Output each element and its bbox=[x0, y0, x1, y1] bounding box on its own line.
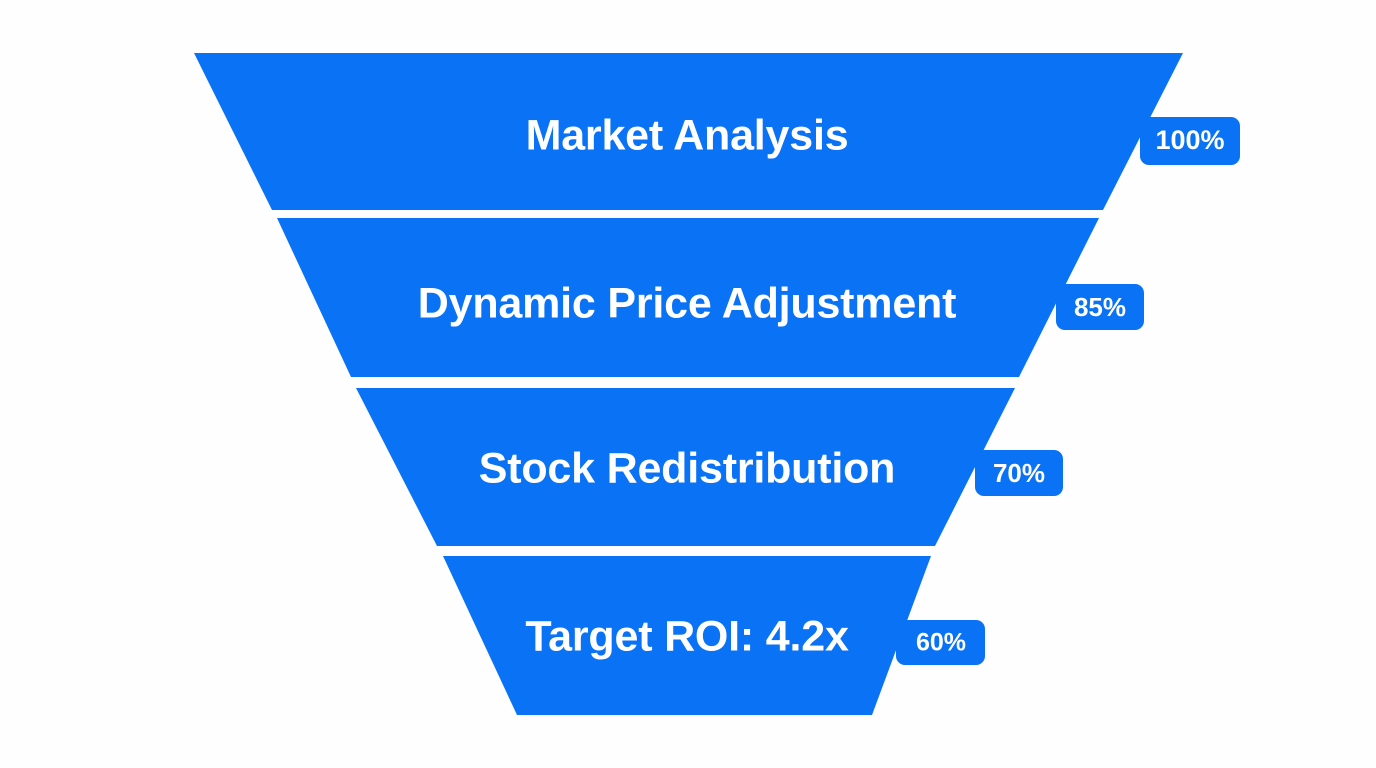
funnel-stage-1[interactable]: Market Analysis 100% bbox=[194, 53, 1240, 210]
funnel-stage-label-3: Stock Redistribution bbox=[479, 444, 895, 492]
funnel-stage-label-4: Target ROI: 4.2x bbox=[525, 612, 849, 660]
funnel-badge-shape-3 bbox=[975, 450, 1063, 496]
funnel-stage-value-3: 70% bbox=[993, 458, 1045, 488]
funnel-badge-shape-4 bbox=[896, 620, 985, 665]
funnel-stage-2[interactable]: Dynamic Price Adjustment 85% bbox=[277, 218, 1144, 377]
funnel-stage-label-2: Dynamic Price Adjustment bbox=[418, 279, 956, 327]
funnel-stage-value-1: 100% bbox=[1155, 125, 1224, 155]
funnel-badge-shape-1 bbox=[1140, 117, 1240, 165]
funnel-segment-shape-4[interactable] bbox=[443, 556, 931, 715]
funnel-stage-value-4: 60% bbox=[916, 629, 966, 657]
funnel-segment-shape-2[interactable] bbox=[277, 218, 1099, 377]
funnel-badge-shape-2 bbox=[1056, 284, 1144, 330]
funnel-stage-3[interactable]: Stock Redistribution 70% bbox=[356, 388, 1063, 546]
funnel-segment-shape-3[interactable] bbox=[356, 388, 1015, 546]
funnel-stage-value-2: 85% bbox=[1074, 292, 1126, 322]
funnel-segment-shape-1[interactable] bbox=[194, 53, 1183, 210]
funnel-stage-4[interactable]: Target ROI: 4.2x 60% bbox=[443, 556, 985, 715]
funnel-stage-label-1: Market Analysis bbox=[526, 111, 849, 159]
